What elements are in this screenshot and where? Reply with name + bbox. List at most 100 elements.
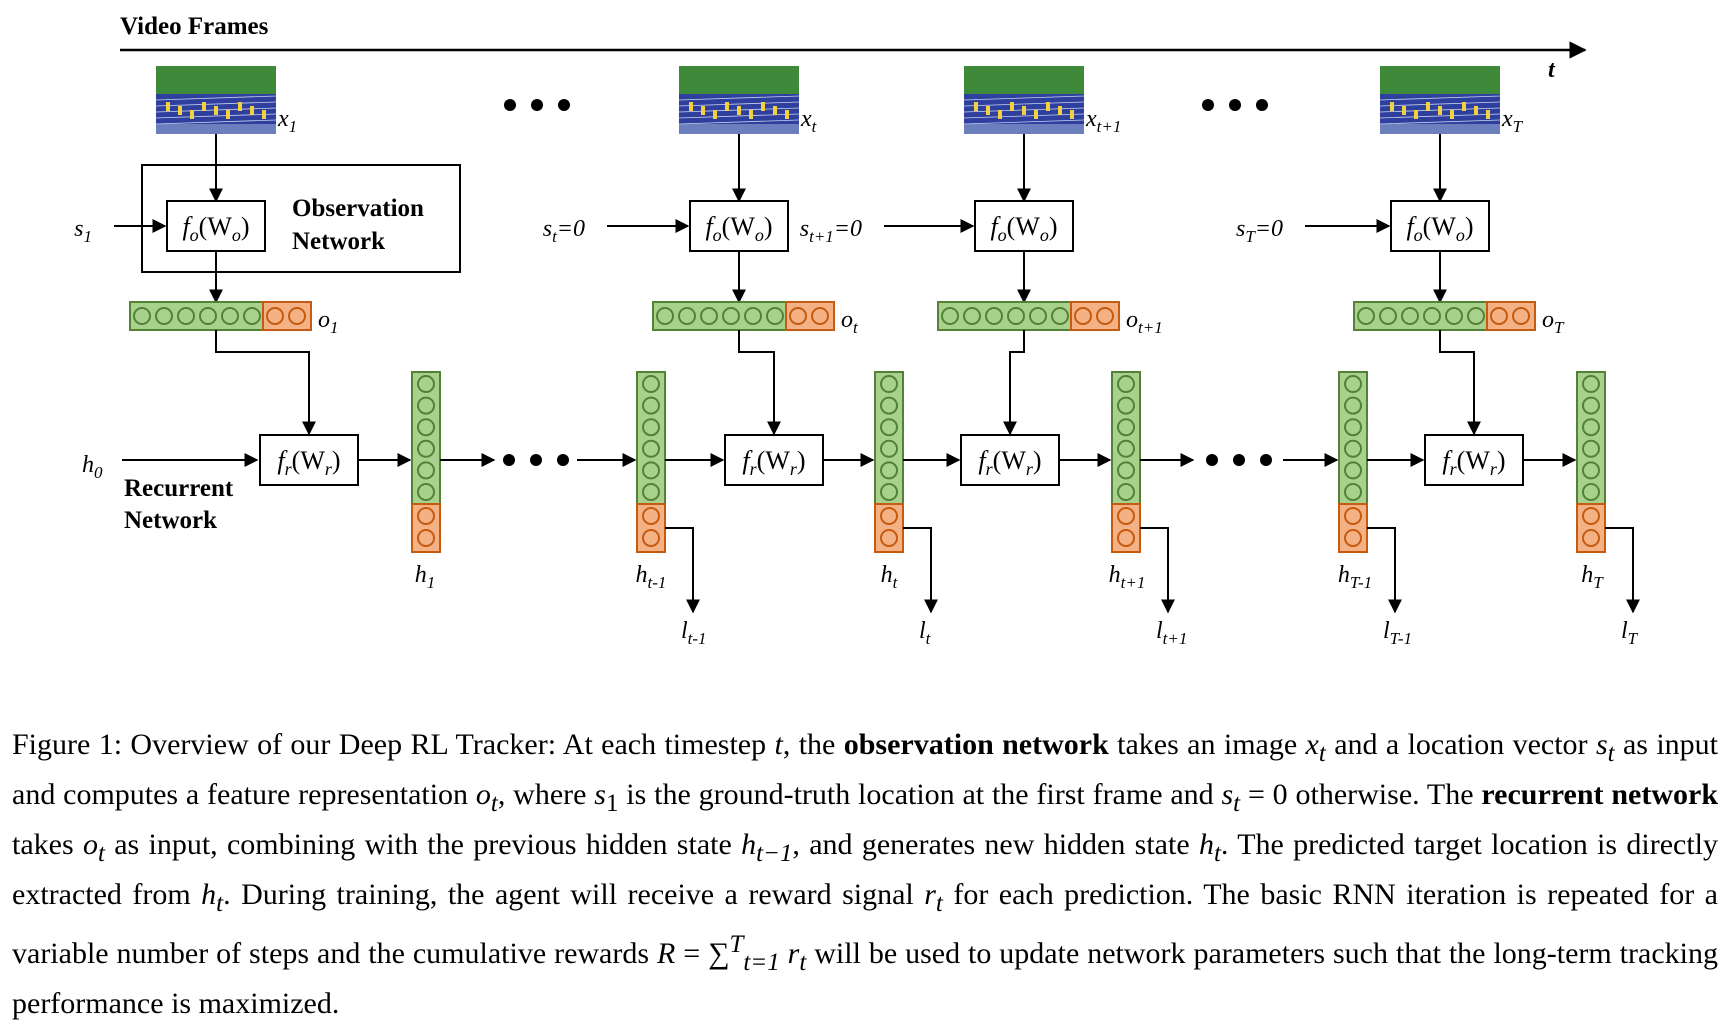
caption-math: o: [475, 778, 491, 811]
hidden-state-label: hT-1: [1338, 562, 1372, 592]
feature-to-recurrent-arrow: [215, 330, 316, 436]
fr-box: [259, 434, 359, 486]
caption-text: and a location vector: [1325, 728, 1596, 761]
hidden-state-label: h1: [415, 562, 436, 592]
fo-box-label: fo(Wo): [182, 212, 249, 245]
location-output-label: lt+1: [1156, 618, 1187, 648]
caption-text: is the ground-truth location at the firs…: [618, 778, 1222, 811]
caption-text: , the: [782, 728, 844, 761]
figure-caption: Figure 1: Overview of our Deep RL Tracke…: [12, 724, 1718, 1024]
caption-math: h: [1198, 828, 1214, 861]
caption-math: r: [924, 878, 936, 911]
caption-math-sub: t: [1318, 740, 1326, 767]
fr-box: [960, 434, 1060, 486]
hidden-vector: [1576, 371, 1606, 553]
caption-text: = 0 otherwise. The: [1240, 778, 1482, 811]
caption-text: takes: [12, 828, 83, 861]
caption-math: s: [1595, 728, 1608, 761]
fo-box-label: fo(Wo): [990, 212, 1057, 245]
frame-label: xT: [1501, 106, 1524, 136]
feature-vector: [937, 301, 1120, 331]
feature-label: ot: [841, 307, 859, 337]
video-frame-thumbnail: [678, 66, 800, 134]
hidden-vector: [636, 371, 666, 553]
location-label: st+1=0: [800, 216, 862, 246]
caption-sum: = ∑: [675, 937, 730, 970]
caption-t: t: [774, 728, 783, 761]
frame-label: xt+1: [1085, 106, 1121, 136]
recurrent-label-1: Recurrent: [124, 475, 234, 502]
frame-label: x1: [277, 106, 297, 136]
frame-label: xt: [800, 106, 818, 136]
caption-math-sub: t−1: [756, 840, 793, 867]
location-output-label: lt-1: [681, 618, 707, 648]
caption-math: s: [594, 778, 606, 811]
observation-column: xt fo(Wo) st=0 ot: [543, 66, 859, 337]
fr-box-label: fr(Wr): [742, 446, 805, 479]
hidden-vector: [1111, 371, 1141, 553]
location-output-label: lT: [1621, 618, 1639, 648]
caption-math-sub: t: [935, 890, 943, 917]
caption-math-sub: t=1: [743, 949, 780, 976]
observation-network-box: [141, 164, 461, 273]
fo-box: [689, 200, 789, 252]
time-axis-symbol: t: [1548, 57, 1556, 83]
video-frame-thumbnail: [963, 66, 1085, 134]
caption-text: takes an image: [1108, 728, 1306, 761]
hidden-vector: [411, 371, 441, 553]
caption-math: x: [1305, 728, 1319, 761]
location-output-arrow: [903, 527, 938, 614]
caption-math-sub: t: [799, 949, 807, 976]
caption-text: for each prediction. The basic RNN itera…: [12, 878, 1718, 970]
feature-vector: [129, 301, 312, 331]
feature-label: ot+1: [1126, 307, 1163, 337]
location-output-label: lT-1: [1383, 618, 1412, 648]
feature-to-recurrent-arrow: [1003, 330, 1025, 436]
hidden-state-label: ht: [881, 562, 899, 592]
ellipsis-top-1: [504, 99, 570, 111]
location-label: st=0: [543, 216, 585, 246]
caption-math-sub: 1: [605, 790, 619, 817]
observation-label-2: Network: [292, 228, 385, 255]
ellipsis-chain: [503, 454, 569, 466]
feature-label: oT: [1542, 307, 1565, 337]
fr-box-label: fr(Wr): [1442, 446, 1505, 479]
feature-to-recurrent-arrow: [738, 330, 781, 436]
fr-box-label: fr(Wr): [277, 446, 340, 479]
hidden-state-label: ht+1: [1109, 562, 1146, 592]
location-output-arrow: [1367, 527, 1402, 614]
caption-math-sub: t: [216, 890, 224, 917]
location-output-label: lt: [919, 618, 932, 648]
caption-math: h: [741, 828, 757, 861]
caption-math-sup: T: [729, 931, 744, 958]
caption-math-sub: t: [490, 790, 498, 817]
caption-math-sub: t: [1233, 790, 1241, 817]
feature-vector: [1353, 301, 1536, 331]
video-frame-thumbnail: [155, 66, 277, 134]
fr-box-label: fr(Wr): [978, 446, 1041, 479]
hidden-vector: [874, 371, 904, 553]
ellipsis-top-2: [1202, 99, 1268, 111]
video-frame-thumbnail: [1379, 66, 1501, 134]
observation-column: xT fo(Wo) sT=0 oT: [1236, 66, 1565, 337]
fo-box-label: fo(Wo): [705, 212, 772, 245]
time-axis-title: Video Frames: [120, 13, 269, 40]
recurrent-label-2: Network: [124, 507, 217, 534]
ellipsis-chain: [1206, 454, 1272, 466]
caption-math: s: [1221, 778, 1234, 811]
caption-text: , where: [497, 778, 595, 811]
caption-math-sub: t: [1607, 740, 1615, 767]
fo-box: [974, 200, 1074, 252]
location-output-arrow: [665, 527, 700, 614]
hidden-state-label: ht-1: [636, 562, 667, 592]
hidden-vector: [1338, 371, 1368, 553]
fo-box-label: fo(Wo): [1406, 212, 1473, 245]
caption-text: as input and computes a feature represen…: [12, 728, 1718, 811]
feature-to-recurrent-arrow: [1439, 330, 1481, 436]
caption-bold-observation: observation network: [843, 728, 1109, 761]
fo-box: [166, 200, 266, 252]
caption-text: . The predicted target location is direc…: [12, 828, 1718, 911]
h0-label: h0: [82, 452, 103, 482]
location-label: sT=0: [1236, 216, 1283, 246]
